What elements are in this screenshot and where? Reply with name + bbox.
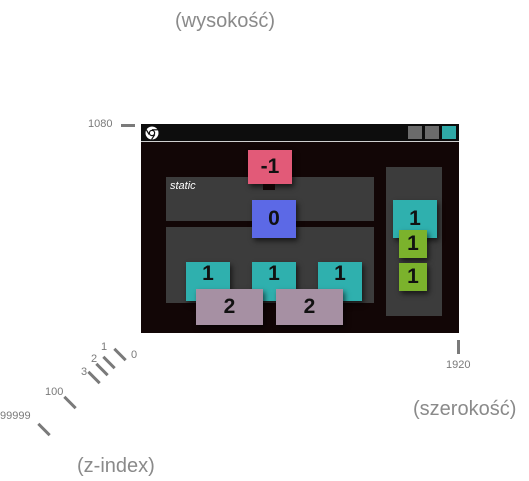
browser-titlebar — [141, 124, 459, 142]
zindex-tick-mark-3 — [87, 370, 101, 385]
zindex-tick-mark-99999 — [37, 422, 51, 437]
zindex-tick-label-100: 100 — [45, 386, 64, 398]
negative-box-notch — [263, 184, 275, 190]
zindex-tick-label-0: 0 — [131, 349, 138, 361]
window-close-button[interactable] — [442, 126, 456, 139]
window-minimize-button[interactable] — [408, 126, 422, 139]
sidebar-green-box-upper: 1 — [399, 230, 427, 258]
zindex-zero-box: 0 — [252, 200, 296, 238]
chrome-icon — [145, 126, 159, 140]
zindex-two-box-left: 2 — [196, 289, 263, 325]
zindex-tick-mark-2 — [95, 362, 109, 377]
browser-window: static -1 0 1 1 1 2 2 1 1 1 — [141, 124, 459, 333]
zindex-tick-label-3: 3 — [81, 366, 88, 378]
zindex-tick-mark-100 — [63, 395, 77, 410]
zindex-negative-box: -1 — [248, 150, 292, 184]
zindex-two-box-right: 2 — [276, 289, 343, 325]
zindex-tick-label-99999: 99999 — [0, 410, 31, 422]
width-tick-label: 1920 — [446, 359, 471, 371]
sidebar-green-box-lower: 1 — [399, 263, 427, 291]
height-tick-mark — [121, 124, 135, 127]
window-maximize-button[interactable] — [425, 126, 439, 139]
zindex-tick-label-1: 1 — [101, 341, 108, 353]
width-tick-mark — [457, 340, 460, 354]
height-tick-label: 1080 — [88, 118, 113, 130]
zindex-axis-label: (z-index) — [77, 455, 155, 477]
zindex-tick-mark-1 — [102, 355, 116, 370]
zindex-tick-mark-0 — [113, 347, 127, 362]
width-axis-label: (szerokość) — [413, 398, 517, 420]
height-axis-label: (wysokość) — [175, 10, 276, 32]
zindex-tick-label-2: 2 — [91, 353, 98, 365]
static-label: static — [170, 180, 196, 192]
